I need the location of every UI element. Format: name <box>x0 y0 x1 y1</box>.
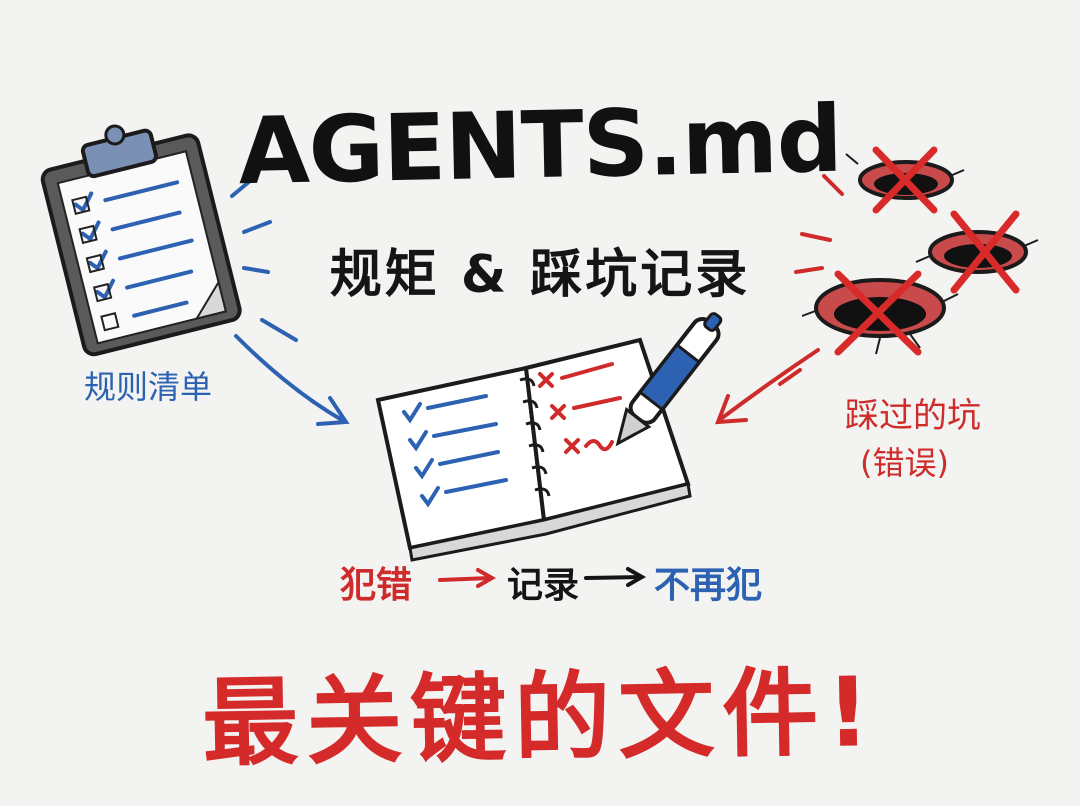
main-title: AGENTS.md <box>237 85 843 206</box>
pen-icon <box>615 312 723 447</box>
rules-list-label: 规则清单 <box>84 368 213 406</box>
clipboard-checklist-icon <box>40 124 242 357</box>
pit-holes-icon <box>801 146 1039 356</box>
pits-label: 踩过的坑 <box>845 396 981 436</box>
key-file-slogan: 最关键的文件! <box>201 656 879 780</box>
flow-step-no-repeat: 不再犯 <box>654 565 763 606</box>
flow-step-record: 记录 <box>507 565 580 606</box>
open-notebook-icon <box>375 337 692 562</box>
flow-step-mistake: 犯错 <box>340 565 413 606</box>
pits-sublabel: (错误) <box>860 444 949 482</box>
subtitle: 规矩 & 踩坑记录 <box>329 245 751 305</box>
